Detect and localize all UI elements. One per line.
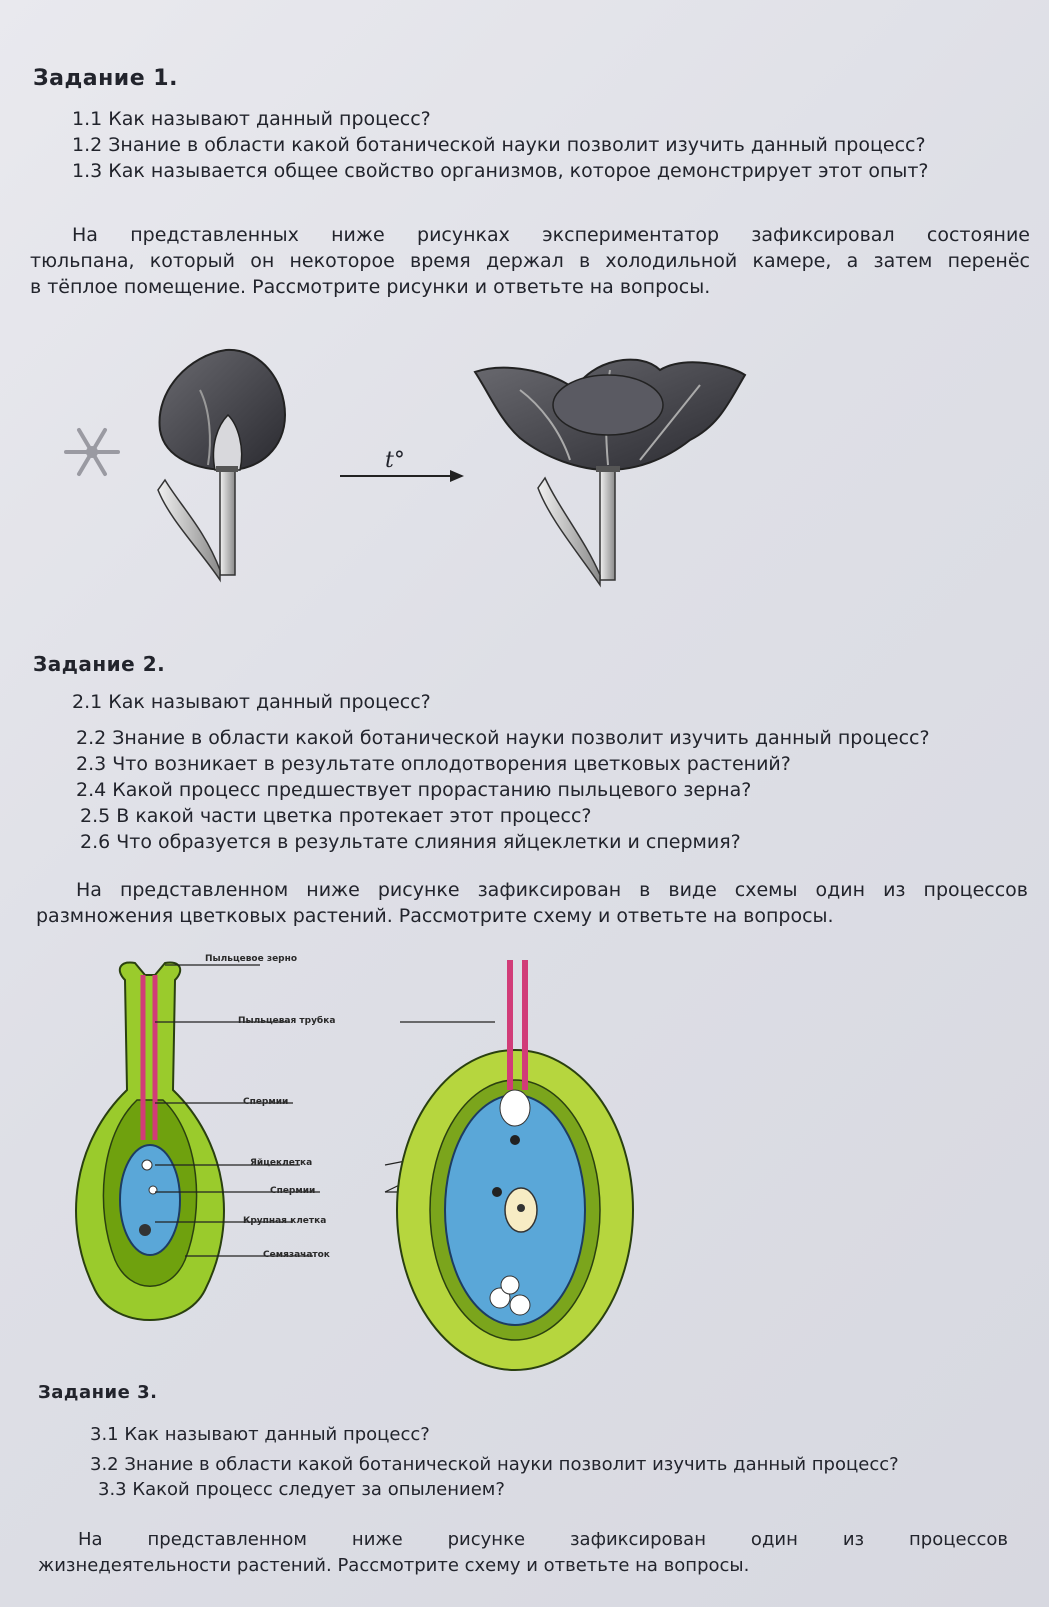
task3-heading: Задание 3. — [38, 1382, 158, 1403]
task2-question-6: 2.6 Что образуется в результате слияния … — [80, 831, 741, 853]
tulip-figure — [64, 348, 747, 588]
open-tulip-image — [473, 358, 747, 588]
task1-paragraph-line: тюльпана, который он некоторое время дер… — [30, 250, 1030, 272]
task1-question-1: 1.1 Как называют данный процесс? — [72, 108, 431, 130]
task2-paragraph-line: На представленном ниже рисунке зафиксиро… — [76, 879, 1028, 901]
task2-question-3: 2.3 Что возникает в результате оплодотво… — [76, 753, 791, 775]
task3-question-3: 3.3 Какой процесс следует за опылением? — [98, 1479, 505, 1500]
task1-question-2: 1.2 Знание в области какой ботанической … — [72, 134, 926, 156]
task1-paragraph-line: На представленных ниже рисунках эксперим… — [72, 224, 1030, 246]
label-sperm-2: Спермии — [270, 1186, 316, 1196]
closed-tulip-image — [157, 348, 287, 583]
label-egg-cell: Яйцеклетка — [250, 1158, 313, 1168]
pollen-tube-large — [507, 960, 528, 1090]
fertilization-diagram — [75, 960, 634, 1371]
ovule-small — [119, 1144, 181, 1256]
task1-paragraph-line: в тёплое помещение. Рассмотрите рисунки … — [30, 276, 711, 298]
label-large-cell: Крупная клетка — [243, 1216, 327, 1226]
task1-paragraph: На представленных ниже рисунках эксперим… — [30, 222, 1030, 300]
label-ovule: Семязачаток — [263, 1250, 330, 1260]
task1-question-3: 1.3 Как называется общее свойство органи… — [72, 160, 929, 182]
label-pollen-tube: Пыльцевая трубка — [238, 1016, 336, 1026]
task2-paragraph: На представленном ниже рисунке зафиксиро… — [36, 877, 1028, 929]
task2-heading: Задание 2. — [33, 652, 166, 676]
pollen-tube-small — [140, 975, 158, 1140]
task1-heading: Задание 1. — [33, 66, 178, 91]
label-pollen-grain: Пыльцевое зерно — [205, 954, 298, 964]
task2-question-4: 2.4 Какой процесс предшествует прорастан… — [76, 779, 752, 801]
task3-paragraph-line: жизнедеятельности растений. Рассмотрите … — [38, 1555, 750, 1576]
task2-question-5: 2.5 В какой части цветка протекает этот … — [80, 805, 592, 827]
task3-question-1: 3.1 Как называют данный процесс? — [90, 1424, 430, 1445]
snowflake-icon — [64, 428, 120, 476]
task3-question-2: 3.2 Знание в области какой ботанической … — [90, 1454, 899, 1475]
temperature-arrow — [340, 470, 464, 482]
label-sperm: Спермии — [243, 1097, 289, 1107]
task2-question-2: 2.2 Знание в области какой ботанической … — [76, 727, 930, 749]
task3-paragraph: На представленном ниже рисунке зафиксиро… — [38, 1527, 1008, 1579]
task2-question-1: 2.1 Как называют данный процесс? — [72, 691, 431, 713]
task3-paragraph-line: На представленном ниже рисунке зафиксиро… — [78, 1529, 1008, 1550]
task2-paragraph-line: размножения цветковых растений. Рассмотр… — [36, 905, 834, 927]
temperature-label: t° — [385, 448, 405, 473]
